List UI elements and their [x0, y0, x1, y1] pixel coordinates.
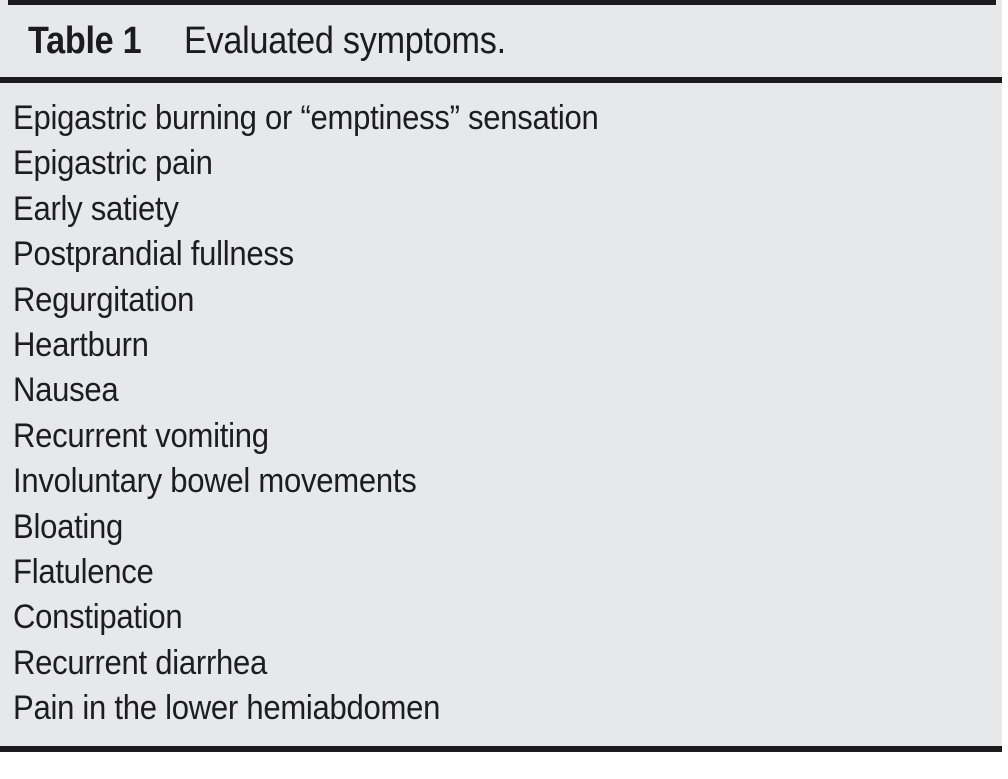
symptom-text: Recurrent vomiting: [13, 416, 269, 455]
bottom-rule: [0, 746, 1002, 752]
list-item: Involuntary bowel movements: [13, 459, 664, 504]
symptom-text: Involuntary bowel movements: [13, 462, 417, 501]
symptom-text: Pain in the lower hemiabdomen: [13, 689, 441, 728]
table-panel: Table 1 Evaluated symptoms. Epigastric bu…: [0, 0, 1002, 752]
list-item: Nausea: [13, 368, 664, 413]
symptom-text: Recurrent diarrhea: [13, 643, 268, 682]
list-item: Early satiety: [13, 187, 664, 232]
symptom-text: Heartburn: [13, 325, 149, 364]
symptom-text: Postprandial fullness: [13, 235, 294, 274]
table-label: Table 1: [28, 20, 142, 62]
symptom-text: Epigastric burning or “emptiness” sensat…: [13, 99, 599, 137]
symptom-text: Bloating: [13, 507, 124, 546]
symptom-text: Constipation: [13, 598, 183, 637]
symptom-text: Regurgitation: [13, 280, 195, 319]
table-caption-row: Table 1 Evaluated symptoms.: [28, 17, 542, 65]
symptom-text: Flatulence: [13, 552, 154, 591]
list-item: Recurrent diarrhea: [13, 641, 664, 686]
list-item: Epigastric pain: [13, 141, 664, 186]
list-item: Bloating: [13, 505, 664, 550]
list-item: Epigastric burning or “emptiness” sensat…: [13, 96, 664, 141]
list-item: Recurrent vomiting: [13, 414, 664, 459]
symptom-list: Epigastric burning or “emptiness” sensat…: [13, 96, 664, 731]
symptom-text: Early satiety: [13, 189, 179, 228]
list-item: Constipation: [13, 595, 664, 640]
symptom-text: Nausea: [13, 371, 119, 410]
list-item: Postprandial fullness: [13, 232, 664, 277]
top-rule: [8, 0, 996, 5]
list-item: Regurgitation: [13, 278, 664, 323]
symptom-text: Epigastric pain: [13, 144, 213, 183]
list-item: Heartburn: [13, 323, 664, 368]
caption-rule: [0, 77, 1002, 83]
list-item: Flatulence: [13, 550, 664, 595]
list-item: Pain in the lower hemiabdomen: [13, 686, 664, 731]
table-caption: Evaluated symptoms.: [184, 20, 506, 62]
